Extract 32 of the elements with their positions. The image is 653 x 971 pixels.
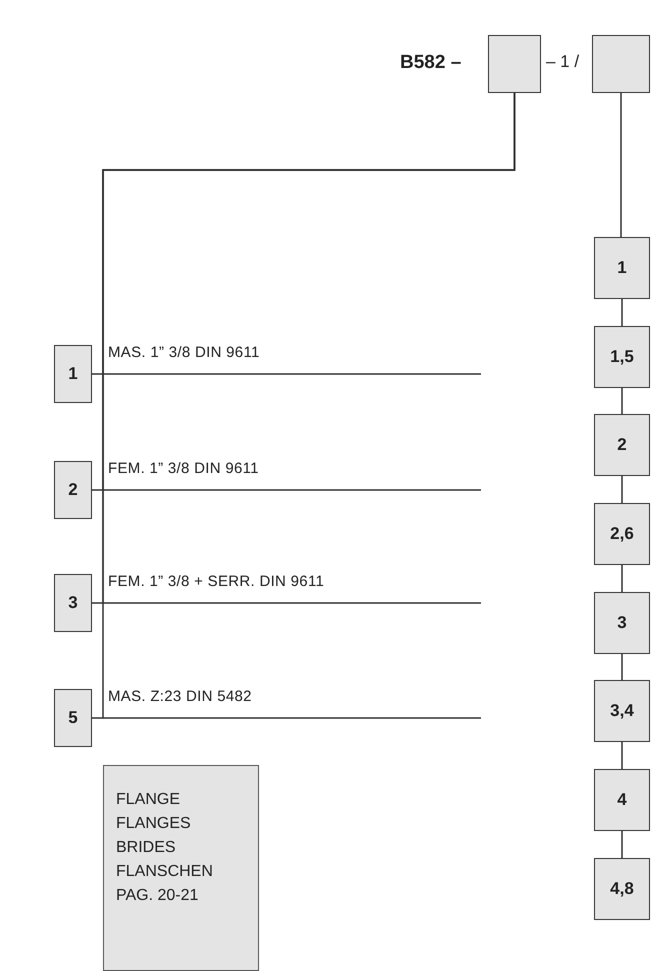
option-description: FEM. 1” 3/8 DIN 9611 (108, 460, 259, 477)
connector-line (621, 299, 623, 326)
option-code-box: 3 (594, 592, 650, 654)
connector-line (621, 476, 623, 503)
option-description: FEM. 1” 3/8 + SERR. DIN 9611 (108, 573, 324, 590)
option-code-box: 1,5 (594, 326, 650, 388)
option-code-box: 4,8 (594, 858, 650, 920)
connector-line (621, 654, 623, 680)
option-code-box: 2 (594, 414, 650, 476)
product-name-text: FLANGE FLANGES BRIDES FLANSCHEN (116, 790, 214, 882)
option-code-box: 3,4 (594, 680, 650, 742)
code-separator: – 1 / (546, 52, 580, 72)
option-description: MAS. Z:23 DIN 5482 (108, 688, 252, 705)
option-code-box: 5 (54, 689, 92, 747)
info-box (103, 765, 259, 971)
option-code-box: 1 (54, 345, 92, 403)
option-description: MAS. 1” 3/8 DIN 9611 (108, 344, 260, 361)
connector-line (92, 93, 516, 719)
option-code-box: 4 (594, 769, 650, 831)
connector-line (621, 565, 623, 592)
connector-line (621, 742, 623, 769)
option-code-box: 3 (54, 574, 92, 632)
connector-line (620, 93, 622, 237)
connector-line (621, 388, 623, 414)
connector-line (621, 831, 623, 858)
code-slot-box (592, 35, 650, 93)
option-code-box: 1 (594, 237, 650, 299)
code-slot-box (488, 35, 541, 93)
page-reference: PAG. 20-21 (116, 886, 200, 906)
option-code-box: 2 (54, 461, 92, 519)
part-number-prefix: B582 – (400, 52, 462, 74)
option-code-box: 2,6 (594, 503, 650, 565)
